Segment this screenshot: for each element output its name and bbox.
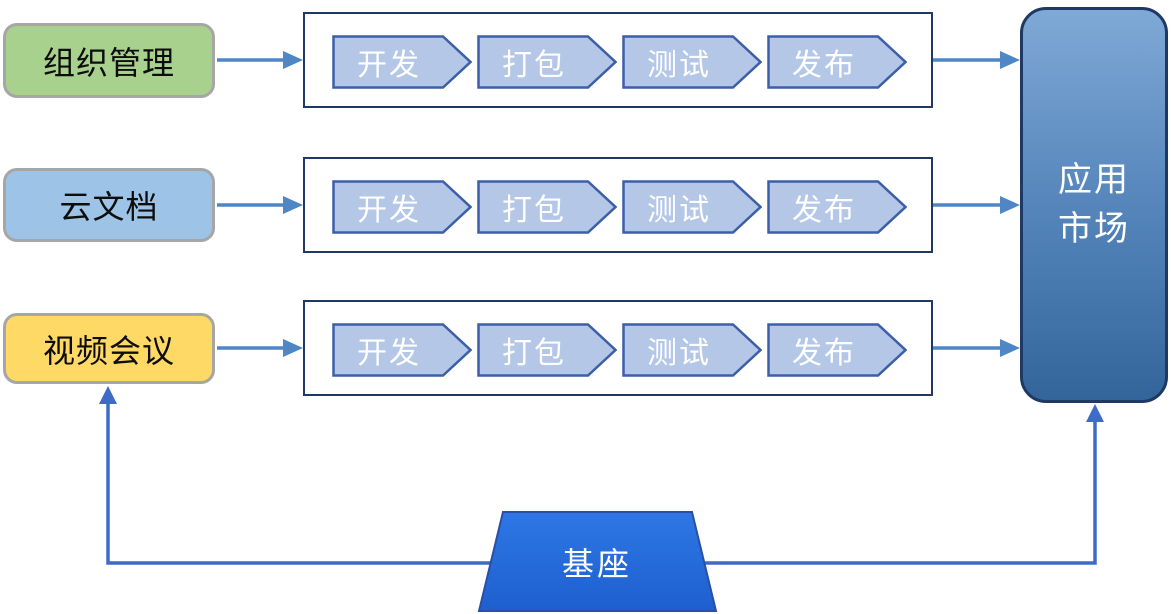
arrow-pipeline2-to-market xyxy=(933,196,1020,214)
stage-chevron-release: 发布 xyxy=(767,35,907,89)
stage-chevron-dev: 开发 xyxy=(332,180,472,234)
stage-label: 测试 xyxy=(647,337,711,370)
app-market-label-line1: 应用 xyxy=(1058,160,1130,199)
arrow-up-icon xyxy=(99,386,117,404)
arrow-right-icon xyxy=(283,51,303,69)
arrow-right-icon xyxy=(1000,196,1020,214)
arrow-pipeline1-to-market xyxy=(933,51,1020,69)
arrow-right-icon xyxy=(283,196,303,214)
stage-label: 测试 xyxy=(647,194,711,227)
pipeline-row-3: 开发 打包 测试 发布 xyxy=(303,300,933,396)
stage-label: 发布 xyxy=(792,337,856,370)
stage-chevron-dev: 开发 xyxy=(332,323,472,377)
source-box-org-management: 组织管理 xyxy=(3,23,215,98)
arrow-docs-to-pipeline2 xyxy=(217,196,303,214)
pipeline-row-1: 开发 打包 测试 发布 xyxy=(303,12,933,108)
arrow-right-icon xyxy=(283,339,303,357)
stage-label: 打包 xyxy=(502,337,566,370)
base-connector xyxy=(99,386,1104,565)
stage-chevron-test: 测试 xyxy=(622,35,762,89)
stage-label: 打包 xyxy=(502,49,566,82)
arrow-meeting-to-pipeline3 xyxy=(217,339,303,357)
stage-chevron-release: 发布 xyxy=(767,323,907,377)
arrow-up-icon xyxy=(1086,404,1104,422)
arrow-org-to-pipeline1 xyxy=(217,51,303,69)
arrow-pipeline3-to-market xyxy=(933,339,1020,357)
pipeline-row-2: 开发 打包 测试 发布 xyxy=(303,157,933,253)
source-box-video-meeting: 视频会议 xyxy=(3,313,215,384)
arrow-right-icon xyxy=(1000,339,1020,357)
app-market-box: 应用 市场 xyxy=(1020,7,1168,403)
stage-label: 开发 xyxy=(357,194,421,227)
stage-label: 发布 xyxy=(792,194,856,227)
stage-chevron-package: 打包 xyxy=(477,323,617,377)
stage-chevron-release: 发布 xyxy=(767,180,907,234)
stage-chevron-test: 测试 xyxy=(622,323,762,377)
app-market-label-line2: 市场 xyxy=(1058,210,1130,248)
stage-label: 发布 xyxy=(792,49,856,82)
base-label: 基座 xyxy=(561,546,632,582)
stage-label: 开发 xyxy=(357,49,421,82)
stage-label: 测试 xyxy=(647,49,711,82)
arrow-right-icon xyxy=(1000,51,1020,69)
stage-label: 开发 xyxy=(357,337,421,370)
stage-label: 打包 xyxy=(502,194,566,227)
source-box-cloud-docs: 云文档 xyxy=(3,168,215,242)
stage-chevron-package: 打包 xyxy=(477,35,617,89)
stage-chevron-dev: 开发 xyxy=(332,35,472,89)
stage-chevron-package: 打包 xyxy=(477,180,617,234)
stage-chevron-test: 测试 xyxy=(622,180,762,234)
